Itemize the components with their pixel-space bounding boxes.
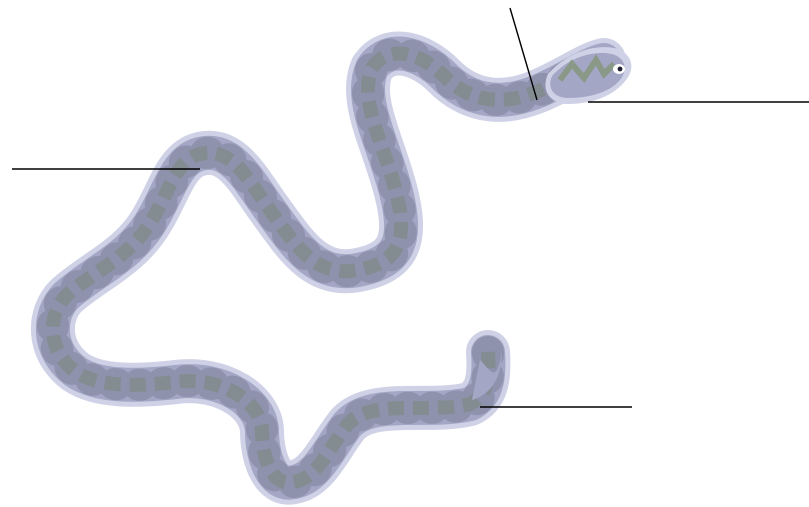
snake-head [545,47,631,104]
snake-pupil [618,67,623,72]
